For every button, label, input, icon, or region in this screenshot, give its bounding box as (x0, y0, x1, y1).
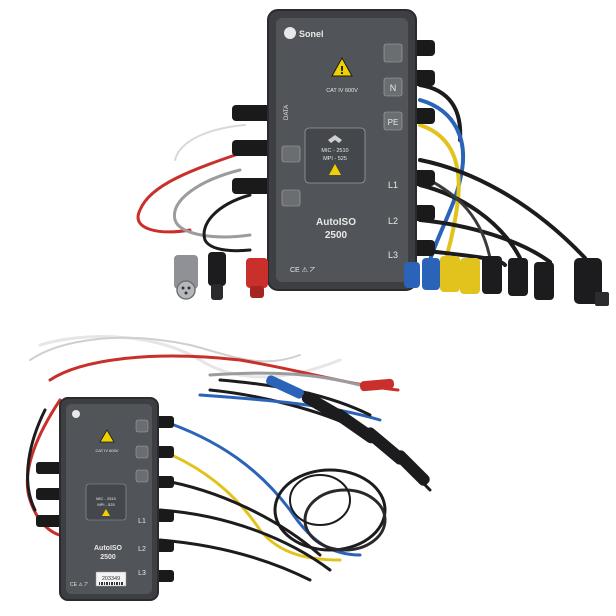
compat-line2: MPI - 525 (323, 156, 347, 162)
brand-logo: Sonel (284, 27, 324, 39)
port-l1-label: L1 (388, 180, 398, 190)
port-pe-label: PE (388, 118, 399, 127)
port-l3-label: L3 (388, 250, 398, 260)
bottom-compliance-marks: CE ⚠ ⦢ (70, 582, 88, 588)
compat-line1: MIC - 2510 (321, 148, 348, 154)
bottom-rating-text: CAT IV 600V (96, 448, 119, 453)
serial-barcode-icon (99, 582, 123, 585)
top-device-view: Sonel ! CAT IV 600V DATA MIC - 2510 MPI … (136, 9, 609, 306)
serial-sticker (95, 571, 127, 587)
bottom-compat-line2: MPI - 525 (97, 502, 115, 507)
right-port-labels: N PE L1 L2 L3 (383, 43, 403, 260)
bottom-port-l3-label: L3 (138, 570, 146, 577)
warning-icon: ! (331, 56, 353, 77)
brand-text: Sonel (299, 29, 324, 39)
rating-text: CAT IV 600V (326, 88, 358, 94)
data-label: DATA (284, 105, 290, 120)
top-plugs (174, 252, 609, 306)
bottom-model-line1: AutoISO (94, 545, 123, 552)
bottom-device-view: CAT IV 600V MIC - 2510 MPI - 525 L1 L2 L… (25, 335, 432, 601)
port-n-label: N (390, 83, 397, 93)
model-line1: AutoISO (316, 217, 356, 228)
bottom-left-connectors (36, 462, 66, 527)
model-line2: 2500 (325, 230, 348, 241)
compliance-marks: CE ⚠ ⦢ (290, 266, 316, 274)
top-left-connectors (232, 105, 272, 194)
bottom-compat-line1: MIC - 2510 (96, 496, 117, 501)
left-symbol-boxes (281, 145, 301, 207)
bottom-port-l1-label: L1 (138, 518, 146, 525)
port-l2-label: L2 (388, 216, 398, 226)
bottom-probe-tips (266, 375, 430, 486)
bottom-model-line2: 2500 (100, 554, 116, 561)
bottom-port-l2-label: L2 (138, 546, 146, 553)
compat-box: MIC - 2510 MPI - 525 (304, 127, 366, 184)
svg-text:!: ! (339, 64, 344, 77)
serial-number: 203349 (102, 576, 120, 582)
